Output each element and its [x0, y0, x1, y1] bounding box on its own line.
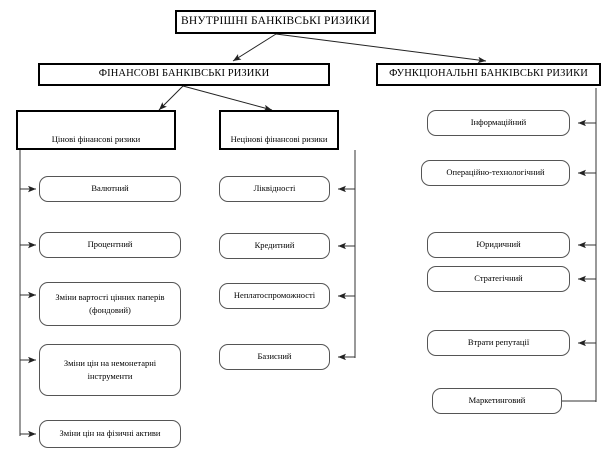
subheader-price-risks-box: Цінові фінансові ризики	[16, 110, 176, 150]
leaf-functional-3[interactable]: Стратегічний	[427, 266, 570, 292]
leaf-price-2[interactable]: Зміни вартості цінних паперів (фондовий)	[39, 282, 181, 326]
leaf-functional-0[interactable]: Інформаційний	[427, 110, 570, 136]
leaf-functional-4-label: Втрати репутації	[467, 337, 530, 348]
leaf-functional-5-label: Маркетинговий	[468, 395, 526, 406]
leaf-price-3[interactable]: Зміни цін на немонетарні інструменти	[39, 344, 181, 396]
subheader-nonprice-risks-label: Нецінові фінансові ризики	[230, 134, 328, 145]
subheader-nonprice-risks-box: Нецінові фінансові ризики	[219, 110, 339, 150]
leaf-functional-1-label: Операційно-технологічний	[446, 167, 545, 178]
leaf-functional-0-label: Інформаційний	[470, 117, 527, 128]
leaf-price-1-label: Процентний	[87, 239, 133, 250]
leaf-nonprice-1-label: Кредитний	[254, 240, 295, 251]
leaf-nonprice-2[interactable]: Неплатоспроможності	[219, 283, 330, 309]
leaf-nonprice-0[interactable]: Ліквідності	[219, 176, 330, 202]
leaf-nonprice-3[interactable]: Базисний	[219, 344, 330, 370]
root-title-box: ВНУТРІШНІ БАНКІВСЬКІ РИЗИКИ	[175, 10, 376, 34]
group-financial-box: ФІНАНСОВІ БАНКІВСЬКІ РИЗИКИ	[38, 63, 330, 86]
subheader-price-risks-label: Цінові фінансові ризики	[51, 134, 141, 145]
leaf-functional-1[interactable]: Операційно-технологічний	[421, 160, 570, 186]
leaf-price-4-label: Зміни цін на фізичні активи	[59, 428, 161, 439]
group-functional-label: ФУНКЦІОНАЛЬНІ БАНКІВСЬКІ РИЗИКИ	[389, 68, 588, 80]
root-title-label: ВНУТРІШНІ БАНКІВСЬКІ РИЗИКИ	[180, 15, 370, 28]
leaf-functional-3-label: Стратегічний	[474, 273, 523, 284]
group-financial-label: ФІНАНСОВІ БАНКІВСЬКІ РИЗИКИ	[98, 68, 270, 80]
leaf-price-1[interactable]: Процентний	[39, 232, 181, 258]
leaf-functional-4[interactable]: Втрати репутації	[427, 330, 570, 356]
leaf-price-4[interactable]: Зміни цін на фізичні активи	[39, 420, 181, 448]
leaf-price-0[interactable]: Валютний	[39, 176, 181, 202]
leaf-functional-5[interactable]: Маркетинговий	[432, 388, 562, 414]
leaf-nonprice-2-label: Неплатоспроможності	[233, 290, 316, 301]
group-functional-box: ФУНКЦІОНАЛЬНІ БАНКІВСЬКІ РИЗИКИ	[376, 63, 601, 86]
leaf-nonprice-0-label: Ліквідності	[253, 183, 296, 194]
leaf-nonprice-3-label: Базисний	[257, 351, 292, 362]
leaf-price-3-label: Зміни цін на немонетарні інструменти	[63, 358, 157, 381]
leaf-nonprice-1[interactable]: Кредитний	[219, 233, 330, 259]
leaf-functional-2[interactable]: Юридичний	[427, 232, 570, 258]
leaf-price-2-label: Зміни вартості цінних паперів (фондовий)	[55, 292, 165, 315]
leaf-functional-2-label: Юридичний	[476, 239, 521, 250]
leaf-price-0-label: Валютний	[91, 183, 129, 194]
